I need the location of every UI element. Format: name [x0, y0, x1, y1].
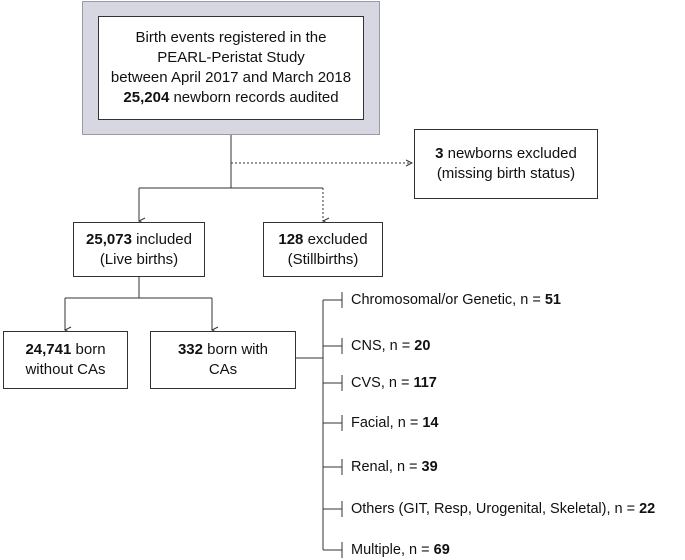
with-ca-text: born with [202, 341, 269, 358]
without-ca-count: 24,741 [25, 341, 72, 358]
category-facial: Facial, n = 14 [351, 415, 439, 431]
with-ca-line2: CAs [208, 361, 238, 378]
included-text: included [131, 230, 192, 248]
missing-count: 3 [435, 145, 444, 162]
category-cns: CNS, n = 20 [351, 338, 431, 354]
stillbirth-box: 128 excluded (Stillbirths) [263, 222, 383, 277]
category-others: Others (GIT, Resp, Urogenital, Skeletal)… [351, 501, 656, 517]
without-ca-line2: without CAs [25, 361, 106, 378]
included-box: 25,073 included (Live births) [73, 222, 205, 277]
included-sub: (Live births) [99, 250, 179, 268]
stillbirth-sub: (Stillbirths) [287, 250, 359, 268]
missing-reason: (missing birth status) [436, 165, 576, 182]
category-chromosomal: Chromosomal/or Genetic, n = 51 [351, 292, 561, 308]
category-ticks [323, 292, 343, 558]
category-cvs: CVS, n = 117 [351, 375, 437, 391]
stillbirth-text: excluded [303, 230, 368, 248]
category-multiple: Multiple, n = 69 [351, 542, 450, 558]
without-ca-text: born [71, 341, 106, 358]
missing-text: newborns excluded [443, 145, 577, 162]
top-box-line1: Birth events registered in the [135, 29, 327, 46]
with-ca-box: 332 born with CAs [150, 331, 296, 389]
category-n: 117 [413, 375, 437, 391]
category-renal: Renal, n = 39 [351, 459, 438, 475]
category-n: 69 [433, 542, 450, 558]
without-ca-box: 24,741 born without CAs [3, 331, 128, 389]
top-box-line2: PEARL-Peristat Study [157, 49, 305, 66]
category-n: 20 [414, 338, 431, 354]
included-count: 25,073 [86, 230, 132, 248]
missing-status-box: 3 newborns excluded (missing birth statu… [414, 129, 598, 199]
records-count: 25,204 [123, 89, 170, 106]
category-n: 51 [544, 292, 561, 308]
records-text: newborn records audited [169, 89, 339, 106]
top-box: Birth events registered in the PEARL-Per… [98, 16, 364, 120]
category-n: 22 [639, 501, 656, 517]
category-n: 39 [421, 459, 438, 475]
stillbirth-count: 128 [278, 230, 304, 248]
category-n: 14 [422, 415, 439, 431]
top-box-line3: between April 2017 and March 2018 [110, 69, 352, 86]
with-ca-count: 332 [177, 341, 203, 358]
